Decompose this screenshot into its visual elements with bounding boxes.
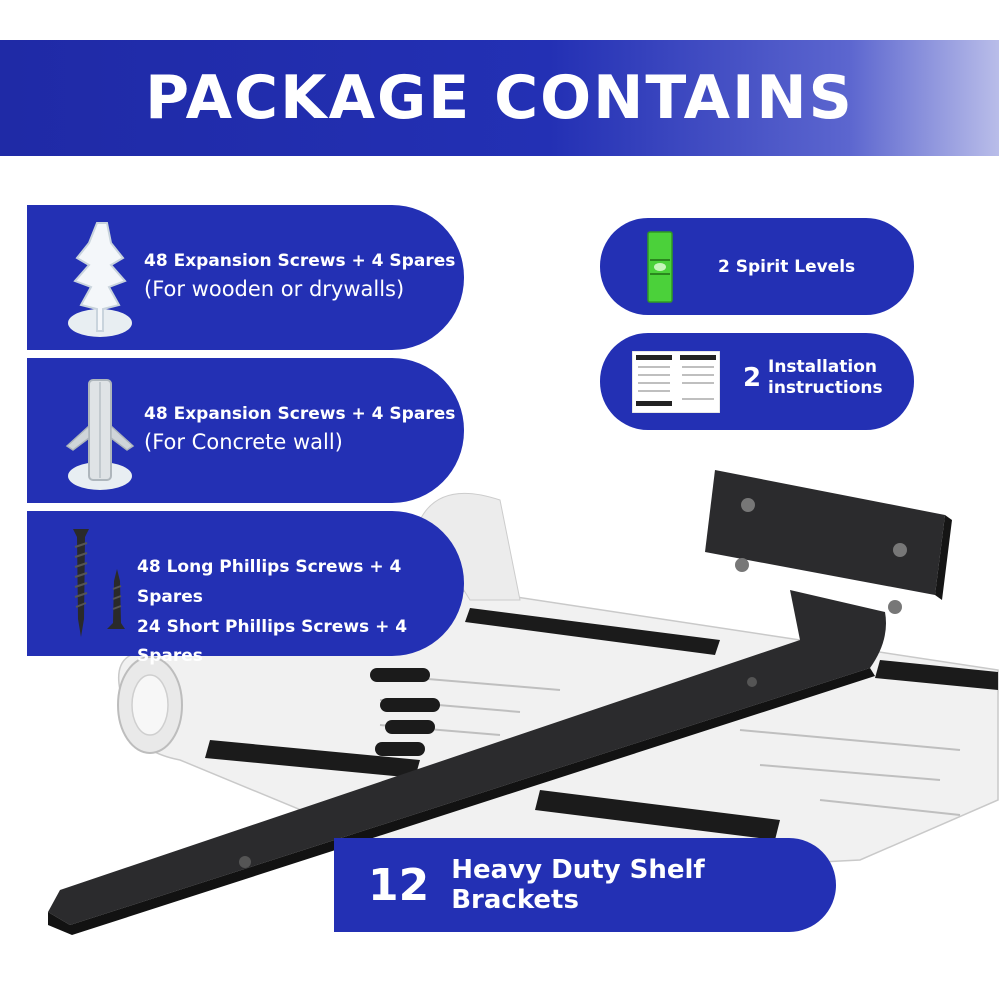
item-count: 2: [743, 363, 762, 393]
concrete-anchor-icon: [65, 379, 135, 490]
item-line-secondary: 24 Short Phillips Screws + 4 Spares: [137, 616, 408, 667]
item-line-primary: 48 Long Phillips Screws + 4 Spares: [137, 557, 402, 607]
item-shelf-brackets: 12 Heavy Duty Shelf Brackets: [334, 838, 836, 932]
item-line-primary: 48 Expansion Screws + 4 Spares: [144, 404, 456, 424]
spirit-level-icon: [647, 231, 673, 303]
header-banner: PACKAGE CONTAINS: [0, 40, 999, 156]
phillips-screws-icon: [73, 529, 125, 637]
item-phillips-screws: 48 Long Phillips Screws + 4 Spares 24 Sh…: [27, 511, 464, 666]
item-label-line1: Installation: [768, 357, 878, 377]
page-title: PACKAGE CONTAINS: [145, 63, 854, 133]
item-wooden-anchors: 48 Expansion Screws + 4 Spares (For wood…: [27, 205, 464, 350]
item-line-secondary: (For Concrete wall): [144, 429, 343, 454]
instruction-sheet-icon: [632, 351, 720, 413]
item-spirit-levels: 2 Spirit Levels: [600, 218, 914, 315]
item-concrete-anchors: 48 Expansion Screws + 4 Spares (For Conc…: [27, 358, 464, 503]
bracket-label: Heavy Duty Shelf Brackets: [451, 855, 705, 915]
item-line-secondary: (For wooden or drywalls): [144, 276, 405, 301]
item-label-line2: instructions: [768, 378, 883, 399]
bracket-count: 12: [368, 859, 430, 911]
item-label: 2 Spirit Levels: [718, 257, 856, 277]
item-installation-instructions: 2 Installation instructions: [600, 333, 914, 430]
shelf-bracket-image: [48, 470, 952, 935]
item-line-primary: 48 Expansion Screws + 4 Spares: [144, 251, 456, 271]
plastic-anchor-icon: [68, 222, 132, 337]
